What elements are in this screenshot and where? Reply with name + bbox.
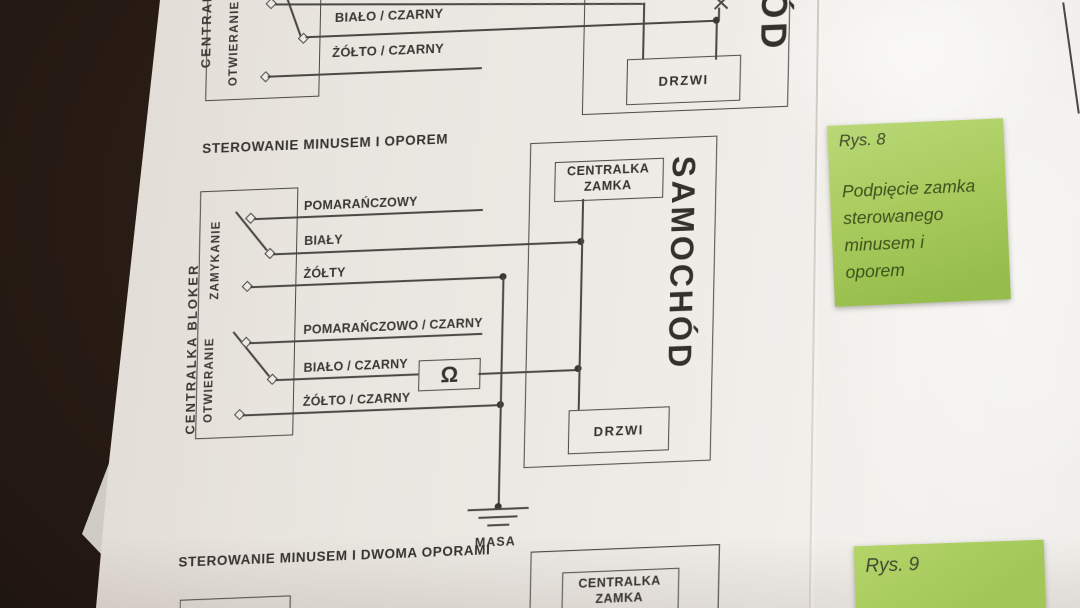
lamp-lead [717, 7, 720, 19]
sticky-note-rys8: Rys. 8 Podpięcie zamka sterowanego minus… [827, 118, 1011, 307]
sticky-note-rys9: Rys. 9 [853, 539, 1047, 608]
mode-label-vertical: OTWIERANIE [227, 0, 242, 87]
note-title: Rys. 8 [838, 130, 886, 151]
note-title: Rys. 9 [865, 554, 920, 577]
open-mode-vertical: OTWIERANIE [202, 337, 217, 424]
wire-label: ŻÓŁTO / CZARNY [302, 390, 411, 410]
controller-label-vertical: CENTRALKA [197, 0, 215, 69]
door-box: DRZWI [626, 54, 742, 106]
note-body: Podpięcie zamka sterowanego minusem i op… [841, 175, 976, 283]
car-label-vertical: SAMOCHÓD [661, 155, 703, 371]
wire-line-bialo-czarny [275, 373, 419, 381]
controller-box [178, 595, 291, 608]
controller-box [205, 0, 322, 102]
wire-label: BIAŁY [304, 232, 343, 249]
wire-label: POMARAŃCZOWY [303, 194, 418, 214]
car-label-vertical: SAMOCHÓD [751, 0, 799, 92]
wire-label: ŻÓŁTY [303, 265, 346, 282]
close-mode-vertical: ZAMYKANIE [209, 220, 223, 300]
wire-label: BIAŁO / CZARNY [303, 356, 408, 376]
diagram-heading: STEROWANIE MINUSEM I DWOMA OPORAMI [178, 542, 491, 570]
lock-box-label: CENTRALKA ZAMKA [578, 573, 661, 607]
diagram-heading: STEROWANIE MINUSEM I OPOREM [202, 131, 449, 157]
lock-box-label: CENTRALKA ZAMKA [566, 161, 650, 194]
wire-label: ŻÓŁTO / CZARNY [332, 40, 445, 61]
resistor-box: Ω [418, 357, 481, 392]
wire-label: BIAŁO / CZARNY [334, 5, 444, 26]
wire-line-to-ground [497, 277, 505, 508]
door-box: DRZWI [567, 406, 670, 455]
